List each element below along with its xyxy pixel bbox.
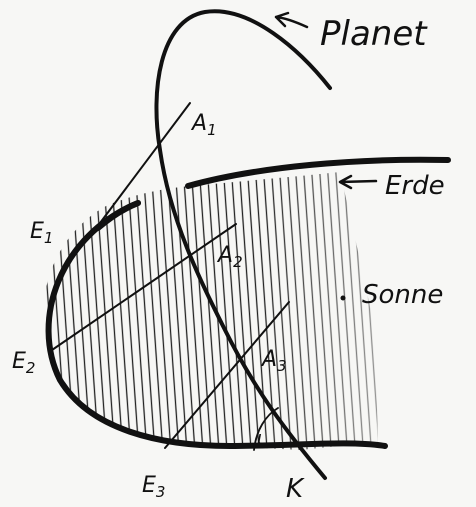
label-k: K [286, 474, 305, 504]
angle-label: ι [257, 428, 263, 449]
earth-orbit-e1 [95, 200, 141, 231]
label-a3: A3 [260, 347, 287, 375]
planet-label: Planet [320, 14, 428, 54]
label-e1: E1 [30, 219, 53, 247]
label-a1: A1 [190, 111, 217, 139]
label-e2: E2 [12, 349, 35, 377]
hatched-region [43, 172, 378, 450]
planet-path [154, 9, 332, 480]
earth-orbit-lower [45, 200, 388, 449]
label-e3: E3 [142, 473, 165, 501]
sight-line-e3-a3 [164, 301, 290, 449]
planet-direction-arrow [274, 11, 309, 29]
label-a2: A2 [216, 243, 243, 271]
sight-line-e1-a1 [96, 102, 191, 228]
sun-label: Sonne [362, 280, 443, 310]
earth-orbit [185, 156, 451, 189]
sight-line-e2-a2 [51, 223, 237, 351]
angle-arc [253, 407, 279, 451]
earth-label: Erde [385, 171, 445, 201]
earth-pointer-arrow [338, 174, 378, 190]
sun-dot [340, 295, 346, 301]
